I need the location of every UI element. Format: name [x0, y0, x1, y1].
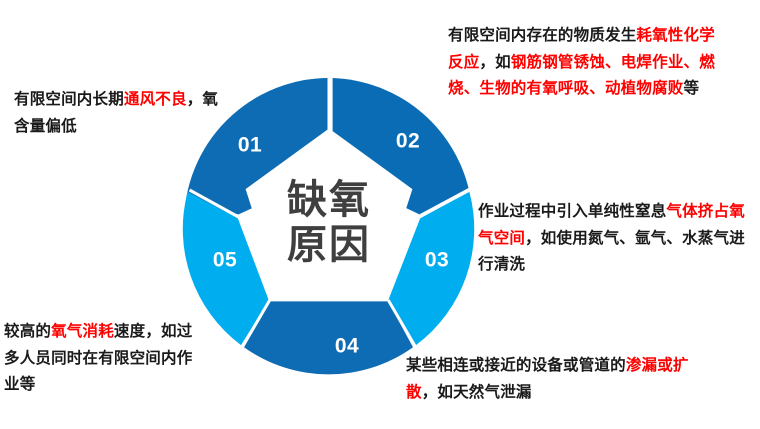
pentagon-ring-chart: 01 02 03 04 05	[182, 78, 475, 375]
callout-text-04: 某些相连或接近的设备或管道的渗漏或扩散，如天然气泄漏	[406, 352, 691, 405]
segment-label-02: 02	[396, 130, 420, 153]
text-run-0: 某些相连或接近的设备或管道的	[406, 356, 626, 374]
segment-dividers	[188, 78, 470, 347]
segment-label-05: 05	[213, 249, 237, 272]
text-run-1: 通风不良	[123, 90, 187, 108]
text-run-2: 速度，如过多人员同时在有限空间内作业等	[4, 322, 193, 394]
segment-label-01: 01	[238, 134, 262, 157]
segment-label-04: 04	[335, 335, 359, 358]
callout-text-01: 有限空间内长期通风不良，氧含量偏低	[14, 86, 229, 139]
ring-segment-04[interactable]	[244, 301, 413, 375]
text-run-2: ，如使用氮气、氩气、水蒸气进行清洗	[478, 228, 745, 274]
text-run-2: ，如	[479, 52, 511, 71]
text-run-0: 较高的	[4, 322, 52, 340]
callout-text-05: 较高的氧气消耗速度，如过多人员同时在有限空间内作业等	[4, 318, 204, 398]
callout-text-03: 作业过程中引入单纯性窒息气体挤占氧气空间，如使用氮气、氩气、水蒸气进行清洗	[478, 198, 746, 278]
text-run-0: 有限空间内存在的物质发生	[448, 26, 637, 44]
text-run-4: 等	[683, 79, 700, 98]
text-run-2: ，氧含量偏低	[14, 90, 219, 135]
callout-text-02: 有限空间内存在的物质发生耗氧性化学反应，如钢筋钢管锈蚀、电焊作业、燃烧、生物的有…	[448, 22, 718, 102]
text-run-1: 氧气消耗	[51, 322, 114, 340]
text-run-2: ，如天然气泄漏	[421, 382, 532, 401]
text-run-1: 耗氧性化学反应	[448, 26, 715, 71]
text-run-3: 钢筋钢管锈蚀、电焊作业、燃烧、生物的有氧呼吸、动植物腐败	[448, 52, 715, 98]
ring-segment-03[interactable]	[388, 191, 475, 346]
ring-segment-05[interactable]	[182, 191, 269, 346]
text-run-1: 渗漏或扩散	[406, 356, 689, 401]
text-run-1: 气体挤占氧气空间	[478, 202, 745, 247]
inner-pentagon-cutout	[245, 128, 413, 289]
segment-label-03: 03	[425, 249, 449, 272]
text-run-0: 作业过程中引入单纯性窒息	[478, 202, 667, 220]
text-run-0: 有限空间内长期	[14, 90, 124, 108]
